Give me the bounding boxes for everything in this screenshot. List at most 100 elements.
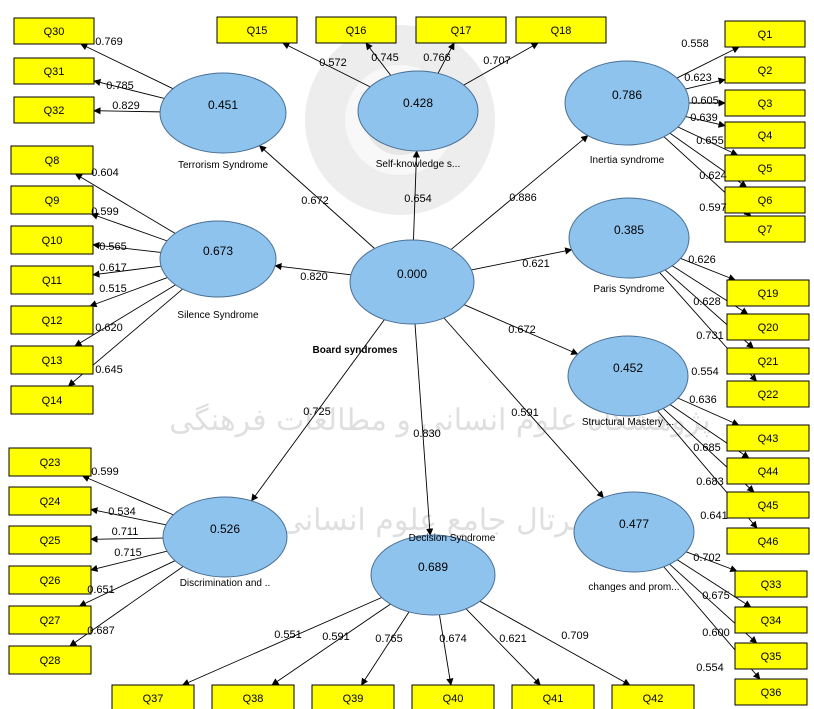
indicator-q4[interactable]: Q4 [724,121,806,149]
indicator-q22[interactable]: Q22 [726,380,810,408]
indicator-box[interactable] [611,684,695,709]
indicator-q15[interactable]: Q15 [216,16,298,44]
indicator-box[interactable] [734,570,808,598]
indicator-q27[interactable]: Q27 [8,605,92,635]
indicator-q3[interactable]: Q3 [724,89,806,117]
indicator-q6[interactable]: Q6 [724,186,806,214]
indicator-box[interactable] [8,645,92,675]
indicator-box[interactable] [10,225,94,255]
indicator-box[interactable] [515,16,607,44]
indicator-box[interactable] [10,385,94,415]
indicator-box[interactable] [724,215,806,243]
indicator-q16[interactable]: Q16 [315,16,397,44]
indicator-q10[interactable]: Q10 [10,225,94,255]
indicator-box[interactable] [724,89,806,117]
indicator-q1[interactable]: Q1 [724,20,806,48]
latent-ellipse[interactable] [568,197,690,279]
indicator-q19[interactable]: Q19 [726,279,810,307]
indicator-q2[interactable]: Q2 [724,56,806,84]
indicator-q7[interactable]: Q7 [724,215,806,243]
indicator-q42[interactable]: Q42 [611,684,695,709]
indicator-q25[interactable]: Q25 [8,525,92,555]
indicator-box[interactable] [726,380,810,408]
latent-ellipse[interactable] [573,491,695,573]
latent-ellipse[interactable] [159,72,287,154]
indicator-q41[interactable]: Q41 [511,684,595,709]
indicator-q24[interactable]: Q24 [8,486,92,516]
indicator-q14[interactable]: Q14 [10,385,94,415]
indicator-box[interactable] [734,606,808,634]
indicator-q39[interactable]: Q39 [311,684,395,709]
indicator-box[interactable] [726,313,810,341]
indicator-box[interactable] [13,57,95,85]
indicator-box[interactable] [216,16,298,44]
indicator-box[interactable] [415,16,507,44]
indicator-box[interactable] [8,565,92,595]
indicator-box[interactable] [8,486,92,516]
indicator-box[interactable] [734,678,808,706]
latent-ellipse[interactable] [564,60,690,146]
indicator-q38[interactable]: Q38 [211,684,295,709]
indicator-q8[interactable]: Q8 [10,145,94,175]
indicator-q45[interactable]: Q45 [726,491,810,519]
indicator-q31[interactable]: Q31 [13,57,95,85]
indicator-box[interactable] [734,642,808,670]
indicator-box[interactable] [8,605,92,635]
indicator-box[interactable] [10,345,94,375]
indicator-box[interactable] [726,527,810,555]
latent-ellipse[interactable] [349,239,475,325]
indicator-q12[interactable]: Q12 [10,305,94,335]
indicator-box[interactable] [13,17,95,45]
indicator-q30[interactable]: Q30 [13,17,95,45]
indicator-box[interactable] [311,684,395,709]
indicator-q21[interactable]: Q21 [726,347,810,375]
indicator-q13[interactable]: Q13 [10,345,94,375]
indicator-q17[interactable]: Q17 [415,16,507,44]
indicator-q26[interactable]: Q26 [8,565,92,595]
latent-ellipse[interactable] [162,496,288,578]
indicator-box[interactable] [724,20,806,48]
indicator-q34[interactable]: Q34 [734,606,808,634]
indicator-q43[interactable]: Q43 [726,424,810,452]
indicator-q40[interactable]: Q40 [411,684,495,709]
indicator-box[interactable] [724,121,806,149]
indicator-box[interactable] [10,145,94,175]
indicator-box[interactable] [13,96,95,124]
indicator-q32[interactable]: Q32 [13,96,95,124]
indicator-q37[interactable]: Q37 [111,684,195,709]
indicator-box[interactable] [211,684,295,709]
indicator-q11[interactable]: Q11 [10,265,94,295]
indicator-q44[interactable]: Q44 [726,457,810,485]
indicator-box[interactable] [726,457,810,485]
indicator-box[interactable] [511,684,595,709]
indicator-box[interactable] [724,154,806,182]
indicator-box[interactable] [724,186,806,214]
indicator-box[interactable] [10,185,94,215]
indicator-q5[interactable]: Q5 [724,154,806,182]
indicator-q9[interactable]: Q9 [10,185,94,215]
latent-ellipse[interactable] [357,70,479,152]
latent-ellipse[interactable] [567,335,689,417]
indicator-q28[interactable]: Q28 [8,645,92,675]
indicator-box[interactable] [726,279,810,307]
indicator-q20[interactable]: Q20 [726,313,810,341]
indicator-box[interactable] [411,684,495,709]
indicator-q35[interactable]: Q35 [734,642,808,670]
indicator-box[interactable] [10,265,94,295]
indicator-box[interactable] [726,347,810,375]
indicator-box[interactable] [726,491,810,519]
indicator-box[interactable] [724,56,806,84]
latent-ellipse[interactable] [159,220,277,298]
indicator-box[interactable] [8,525,92,555]
indicator-box[interactable] [111,684,195,709]
indicator-box[interactable] [726,424,810,452]
indicator-box[interactable] [315,16,397,44]
